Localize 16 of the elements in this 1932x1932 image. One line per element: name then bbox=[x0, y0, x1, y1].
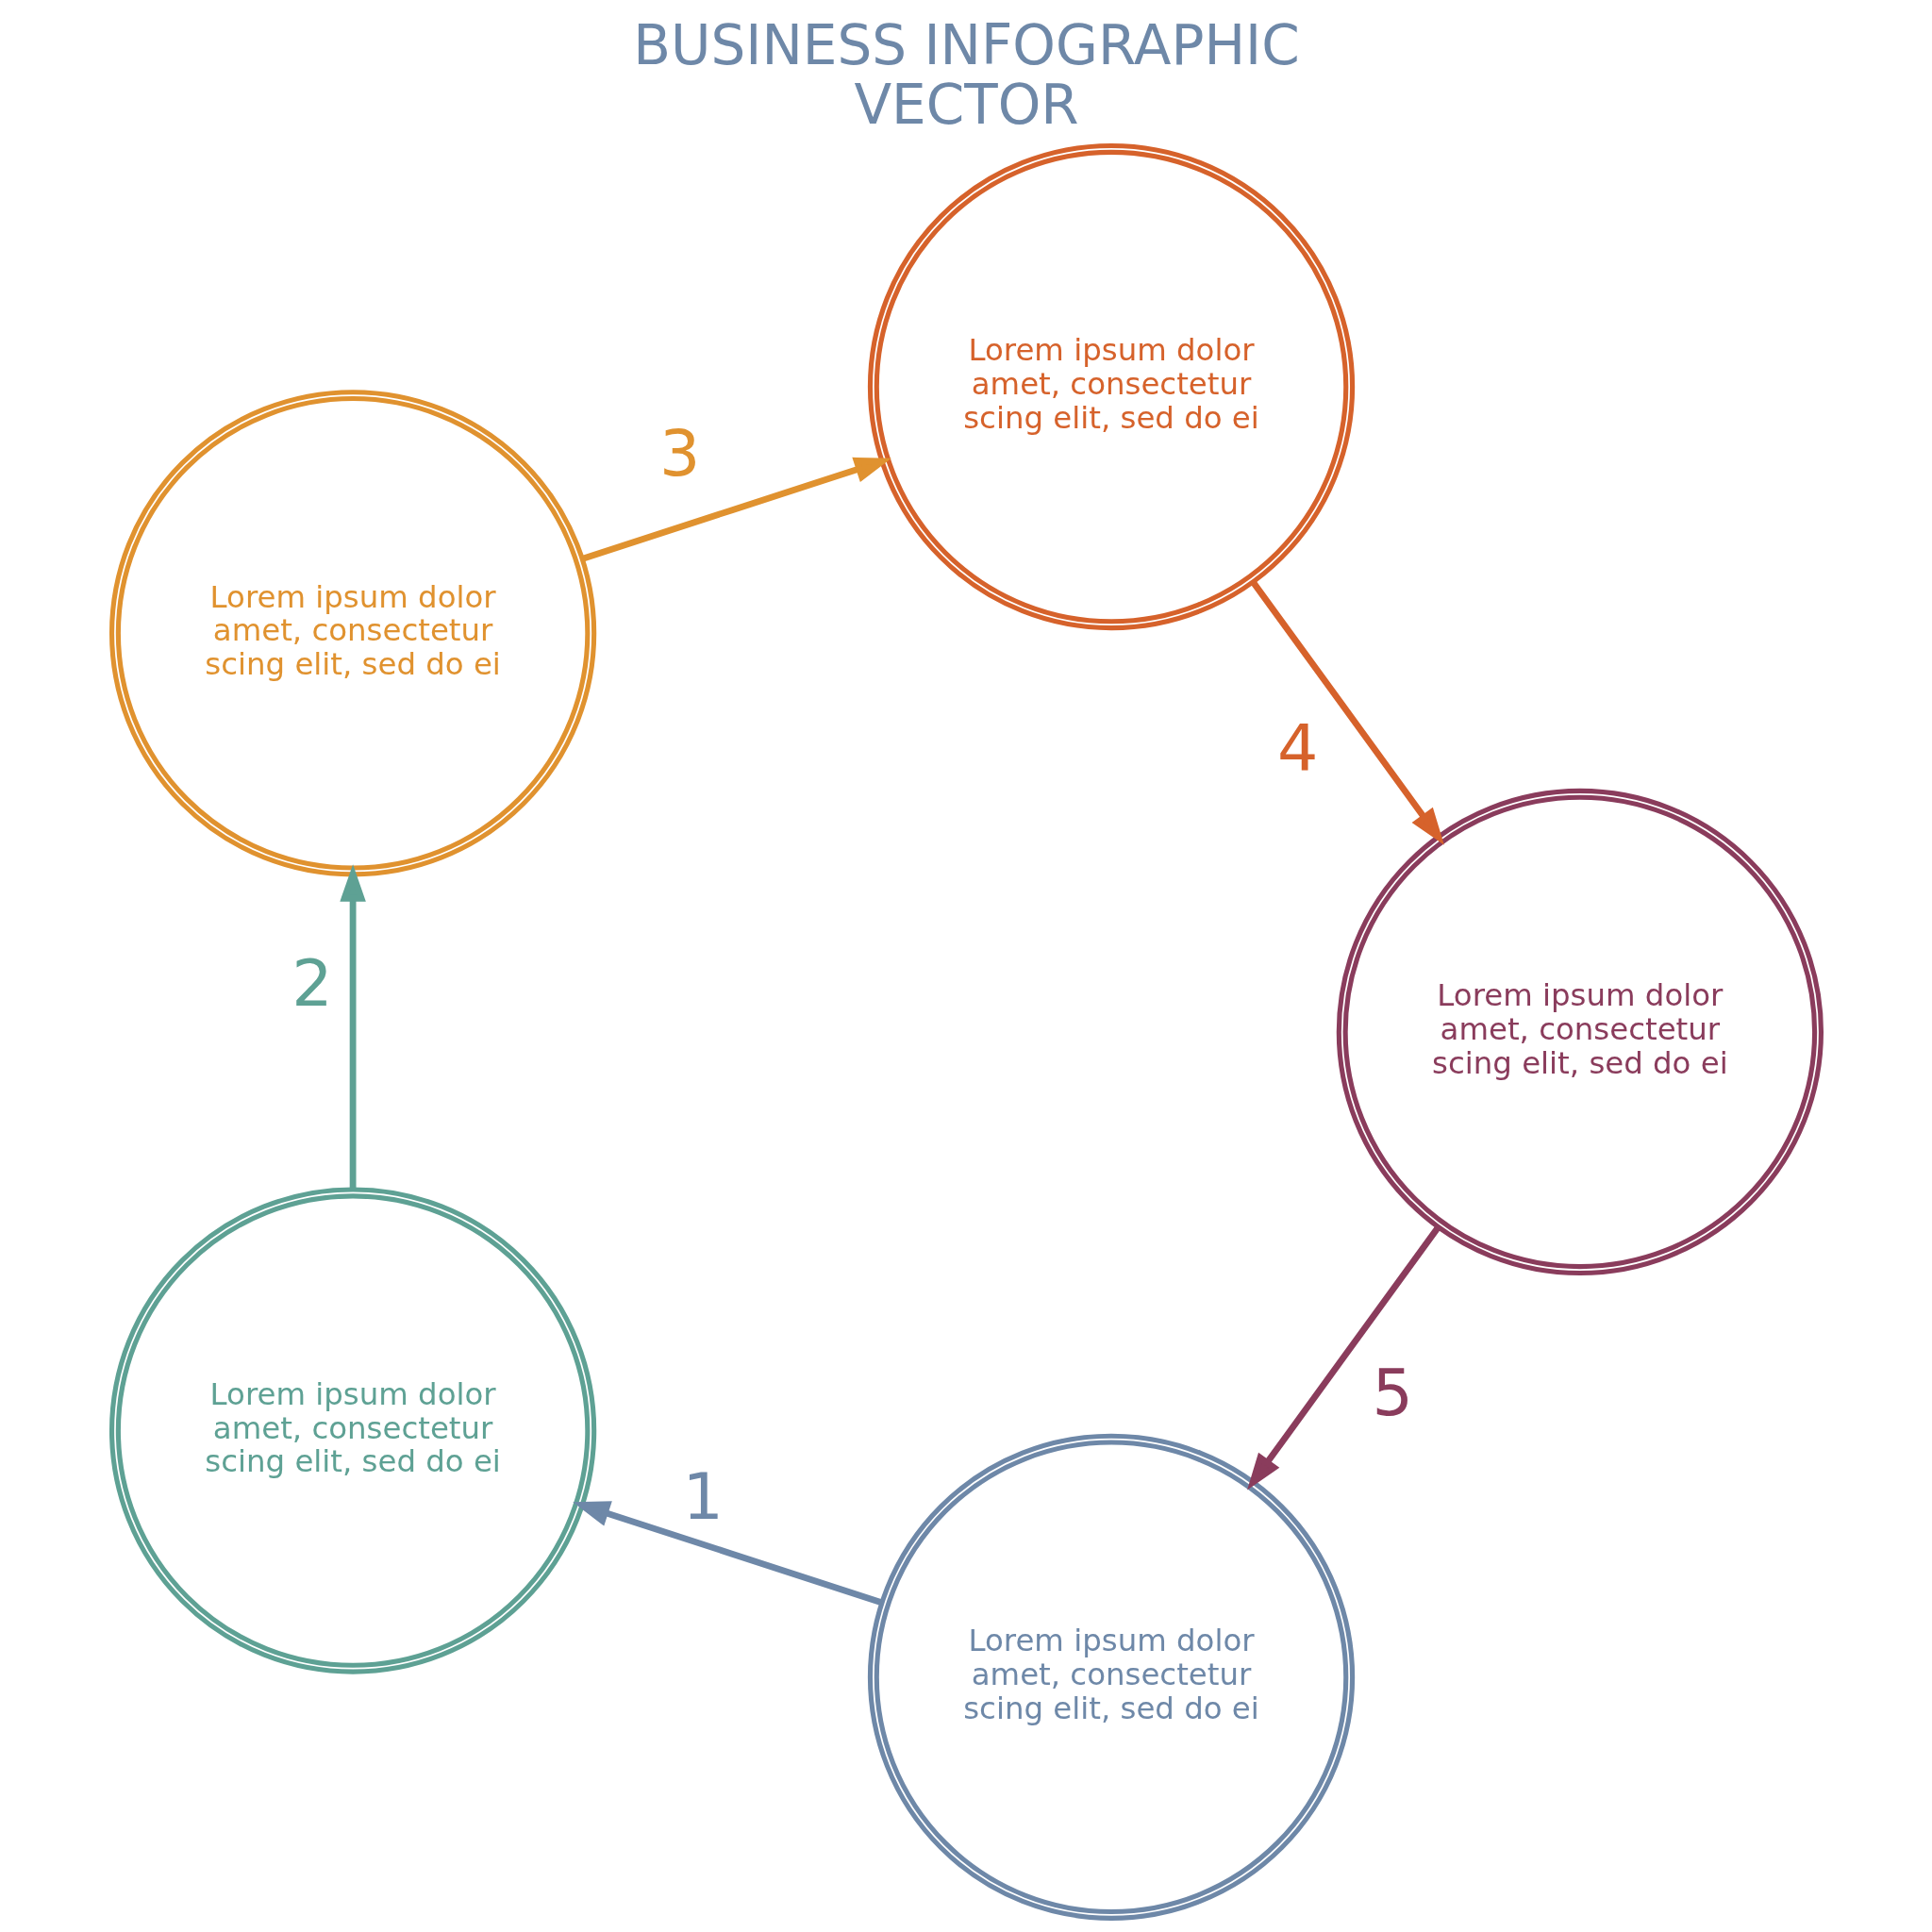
node-circle: Lorem ipsum dolor amet, consectetur scing elit, sed do ei bbox=[867, 142, 1355, 631]
arrow bbox=[572, 1501, 883, 1607]
arrow bbox=[580, 457, 891, 562]
edge-label: 5 bbox=[1372, 1356, 1413, 1431]
node-circle: Lorem ipsum dolor amet, consectetur scing elit, sed do ei bbox=[108, 1187, 596, 1674]
node-circle: Lorem ipsum dolor amet, consectetur scing elit, sed do ei bbox=[1336, 788, 1824, 1276]
arrow bbox=[1249, 579, 1444, 845]
edge-label: 4 bbox=[1276, 710, 1318, 786]
node-circle: Lorem ipsum dolor amet, consectetur scing elit, sed do ei bbox=[108, 390, 596, 877]
edge-label: 1 bbox=[682, 1459, 724, 1535]
edge-label: 2 bbox=[291, 945, 333, 1021]
arrow bbox=[339, 864, 366, 1191]
node-circle: Lorem ipsum dolor amet, consectetur scing elit, sed do ei bbox=[867, 1433, 1355, 1921]
diagram-title: BUSINESS INFOGRAPHIC VECTOR bbox=[632, 13, 1300, 138]
edge-label: 3 bbox=[658, 415, 700, 491]
arrow bbox=[1246, 1224, 1441, 1491]
